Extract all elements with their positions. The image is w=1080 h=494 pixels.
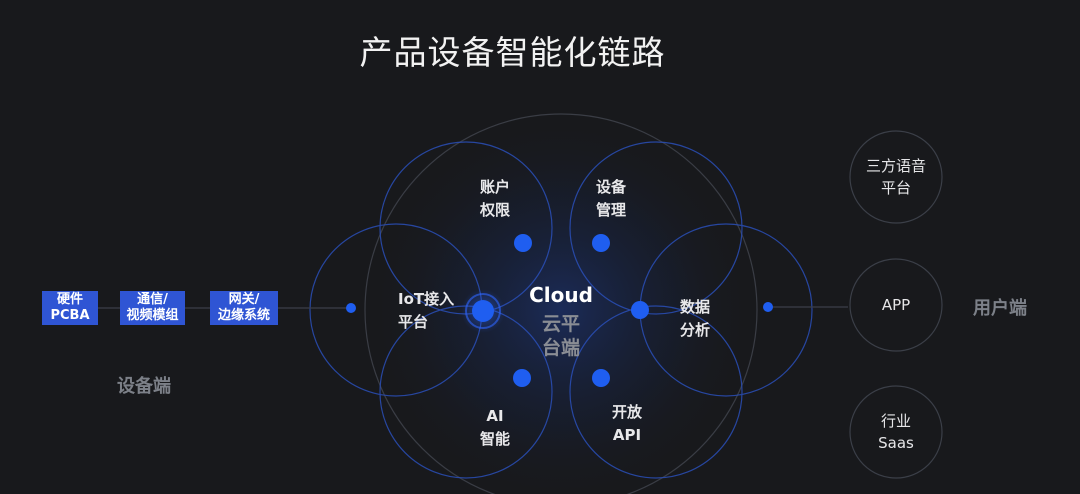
api-node-dot	[592, 369, 610, 387]
device-side-label: 设备端	[117, 376, 171, 397]
node-label-iot: IoT接入 平台	[398, 288, 458, 334]
device-box-line2: 边缘系统	[217, 308, 270, 323]
circle-text-line1: 行业	[880, 412, 911, 430]
cloud-subtitle-line1: 云平	[541, 313, 580, 335]
user-circle-saas-text: 行业 Saas	[850, 410, 942, 454]
device-box-hardware: 硬件 PCBA	[42, 291, 98, 325]
device-box-comm: 通信/ 视频模组	[120, 291, 185, 325]
cloud-subtitle: 云平 台端	[521, 312, 601, 360]
user-circle-app	[849, 258, 943, 352]
circle-text-line2: Saas	[878, 434, 914, 452]
device-box-gateway: 网关/ 边缘系统	[210, 291, 278, 325]
user-circle-voice	[849, 130, 943, 224]
cloud-title: Cloud	[529, 283, 593, 307]
data-node-dot	[631, 301, 649, 319]
circle-text-line1: 三方语音	[865, 157, 926, 175]
user-connector-dot	[763, 302, 773, 312]
node-label-line2: 分析	[679, 321, 710, 339]
device-mgmt-node-dot	[592, 234, 610, 252]
node-label-line1: 账户	[479, 178, 510, 196]
node-label-line2: API	[612, 426, 642, 444]
node-label-data: 数据 分析	[670, 296, 720, 342]
circle-text-line1: APP	[881, 296, 911, 314]
node-label-line2: 管理	[595, 201, 626, 219]
node-label-line1: IoT接入	[398, 290, 455, 308]
node-label-account: 账户 权限	[470, 176, 520, 222]
node-label-line2: 权限	[479, 201, 510, 219]
cloud-outer-ring	[364, 113, 758, 494]
device-box-line1: 网关/	[228, 292, 260, 307]
iot-node-dot	[472, 300, 494, 322]
user-circle-voice-text: 三方语音 平台	[850, 155, 942, 199]
device-connector-dot	[346, 303, 356, 313]
user-circle-app-text: APP	[850, 294, 942, 316]
node-label-device-mgmt: 设备 管理	[586, 176, 636, 222]
ai-node-dot	[513, 369, 531, 387]
node-label-line1: 设备	[595, 178, 626, 196]
user-side-label: 用户端	[973, 298, 1027, 319]
device-box-line2: 视频模组	[126, 308, 179, 323]
node-label-ai: AI 智能	[470, 405, 520, 451]
iot-node-ring	[465, 293, 501, 329]
node-label-line2: 智能	[479, 430, 510, 448]
node-label-line1: 开放	[611, 403, 642, 421]
device-box-line2: PCBA	[50, 308, 90, 323]
node-label-line2: 平台	[398, 313, 429, 331]
petal-arcs	[309, 141, 813, 479]
node-label-api: 开放 API	[602, 401, 652, 447]
page-title: 产品设备智能化链路	[359, 33, 666, 72]
cloud-subtitle-line2: 台端	[541, 337, 580, 359]
node-label-line1: AI	[486, 407, 504, 425]
circle-text-line2: 平台	[880, 179, 911, 197]
node-label-line1: 数据	[679, 298, 710, 316]
device-box-line1: 通信/	[137, 292, 168, 307]
device-box-line1: 硬件	[56, 292, 83, 307]
user-circle-saas	[849, 385, 943, 479]
account-node-dot	[514, 234, 532, 252]
